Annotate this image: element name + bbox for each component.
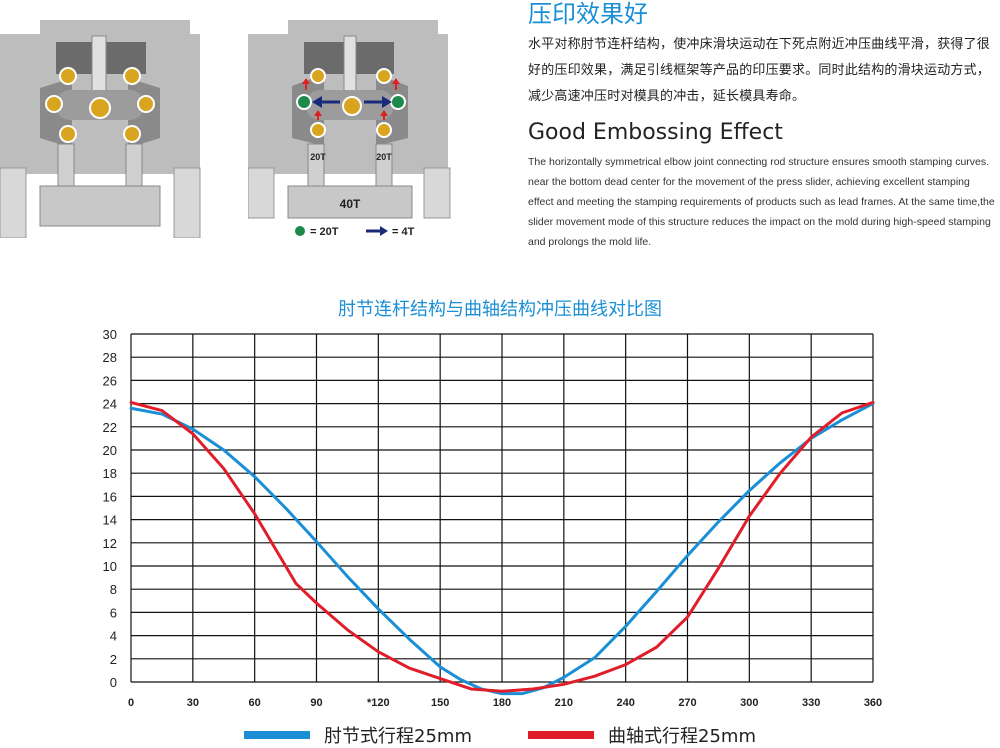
machine-top [40,20,190,42]
pin-icon [376,122,392,138]
chart-title: 肘节连杆结构与曲轴结构冲压曲线对比图 [338,299,662,320]
mechanism-illustration-left [0,20,201,238]
y-tick-label: 8 [110,582,117,597]
x-tick-label: 300 [740,697,758,709]
y-tick-label: 2 [110,652,117,667]
y-tick-label: 18 [103,466,117,481]
pin-icon [89,97,111,119]
arrowhead-icon [314,110,322,116]
y-tick-label: 26 [103,373,117,388]
green-pin-icon [296,94,312,110]
x-tick-label: 330 [802,697,820,709]
x-tick-label: 270 [678,697,696,709]
force-label-right: 20T [376,152,392,162]
pin-icon [310,122,326,138]
x-tick-label: 60 [249,697,261,709]
pin-icon [123,67,141,85]
series-line-0 [129,402,875,696]
y-tick-label: 22 [103,420,117,435]
legend-arrow-label: = 4T [392,226,415,238]
x-axis-ticks: 0 30 60 90 *120 150 180 210 240 270 300 330 360 [128,697,882,709]
chart-legend: 肘节式行程25mm 曲轴式行程25mm [0,722,1000,748]
left-column [0,167,27,238]
description-block: 压印效果好 水平对称肘节连杆结构，使冲床滑块运动在下死点附近冲压曲线平滑，获得了… [528,0,998,252]
right-leg [375,143,393,189]
right-leg [125,143,143,189]
green-pin-icon [390,94,406,110]
pin-icon [137,95,155,113]
x-tick-label: 180 [493,697,511,709]
left-column [248,167,275,219]
arrowhead-icon [302,78,310,84]
slider-block [287,185,413,219]
pin-icon [45,95,63,113]
chart-grid [130,333,874,683]
y-tick-label: 30 [103,327,117,342]
y-tick-label: 6 [110,605,117,620]
right-column [423,167,451,219]
y-tick-label: 12 [103,536,117,551]
legend-item-crank: 曲轴式行程25mm [528,722,756,748]
en-heading: Good Embossing Effect [528,120,783,145]
x-tick-label: *120 [367,697,390,709]
arrowhead-icon [380,110,388,116]
arrowhead-icon [382,96,392,108]
mechanism-illustration-right: 20T 20T 40T = 20T = 4T [248,20,451,238]
slider-force-label: 40T [340,197,361,211]
y-tick-label: 14 [103,513,117,528]
legend-item-toggle: 肘节式行程25mm [244,722,472,748]
top-section: 20T 20T 40T = 20T = 4T 压印效果好 水平对称肘节连杆结构，… [0,0,1000,260]
slider-block [39,185,161,227]
pin-icon [59,125,77,143]
x-tick-label: 90 [310,697,322,709]
cn-heading: 压印效果好 [528,0,648,28]
cn-description: 水平对称肘节连杆结构，使冲床滑块运动在下死点附近冲压曲线平滑，获得了很好的压印效… [528,37,991,104]
legend-label-toggle: 肘节式行程25mm [324,726,472,747]
left-leg [57,143,75,189]
green-pin-legend-icon [293,224,307,238]
series-line-1 [129,400,875,693]
legend-swatch-red [528,731,594,739]
x-tick-label: 240 [616,697,634,709]
y-tick-label: 16 [103,489,117,504]
right-column [173,167,201,238]
en-description: The horizontally symmetrical elbow joint… [528,156,995,248]
arrowhead-icon [380,226,388,236]
y-tick-label: 28 [103,350,117,365]
x-tick-label: 210 [555,697,573,709]
pin-icon [376,68,392,84]
legend-label-crank: 曲轴式行程25mm [608,726,756,747]
legend-swatch-blue [244,731,310,739]
x-tick-label: 30 [187,697,199,709]
legend-green-label: = 20T [310,226,339,238]
y-tick-label: 10 [103,559,117,574]
pin-icon [123,125,141,143]
y-tick-label: 20 [103,443,117,458]
y-tick-label: 24 [103,397,117,412]
x-tick-label: 360 [864,697,882,709]
arrowhead-icon [392,78,400,84]
left-leg [307,143,325,189]
force-label-left: 20T [310,152,326,162]
toggle-mechanism-diagram-plain [0,20,225,238]
arrowhead-icon [312,96,322,108]
pin-icon [310,68,326,84]
pin-icon [342,96,362,116]
y-tick-label: 4 [110,629,117,644]
y-tick-label: 0 [110,675,117,690]
chart-series [129,400,875,696]
machine-top [288,20,438,42]
x-tick-label: 0 [128,697,134,709]
pin-icon [59,67,77,85]
toggle-mechanism-diagram-forces: 20T 20T 40T = 20T = 4T [248,20,466,242]
x-tick-label: 150 [431,697,449,709]
